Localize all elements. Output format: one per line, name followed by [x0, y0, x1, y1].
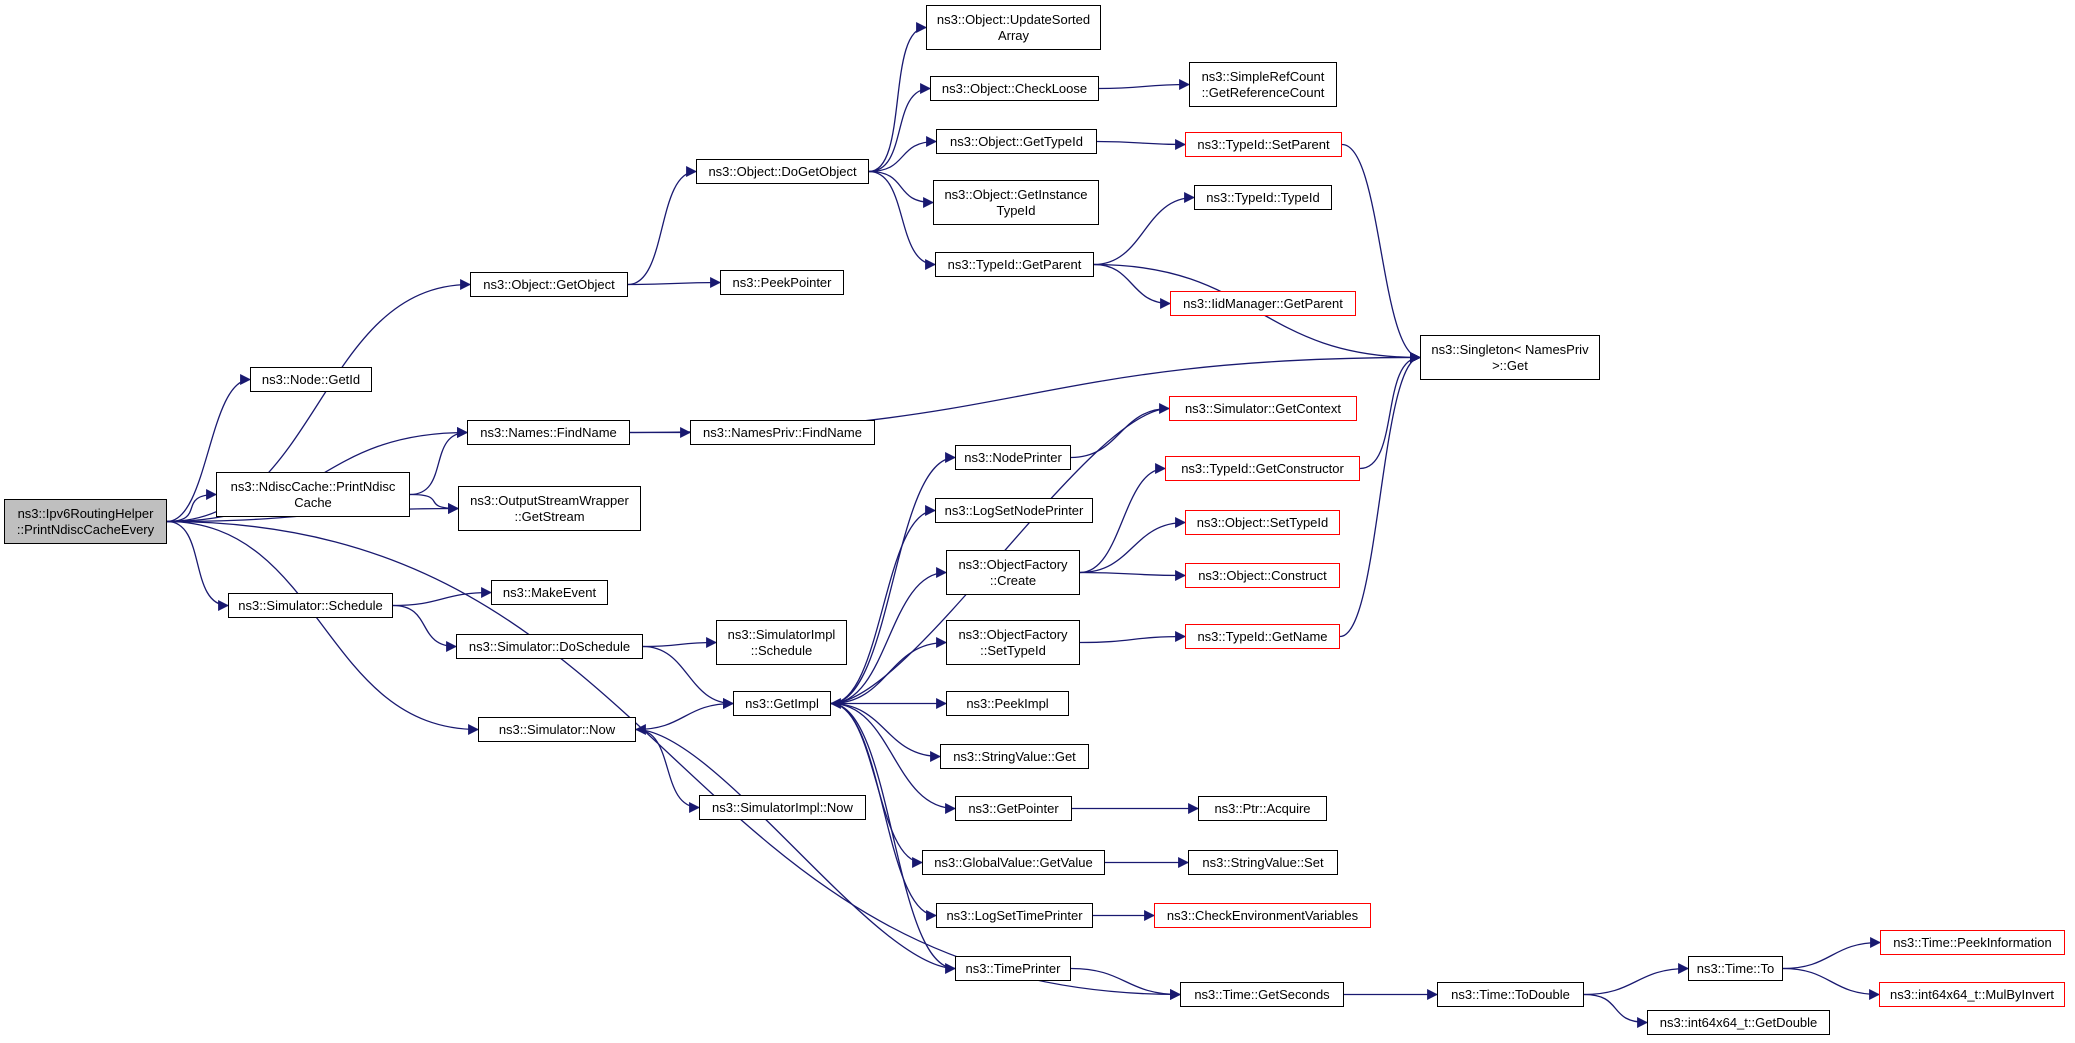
node-ns3-simulatorimpl-now[interactable]: ns3::SimulatorImpl::Now [699, 795, 866, 820]
node-ns3-globalvalue-getvalue[interactable]: ns3::GlobalValue::GetValue [922, 850, 1105, 875]
edge-doschedule-to-getimpl [642, 645, 735, 709]
node-ns3-typeid-typeid[interactable]: ns3::TypeId::TypeId [1194, 185, 1332, 210]
edge-simnow-to-simimplnow [635, 728, 701, 813]
node-ns3-typeid-getconstructor[interactable]: ns3::TypeId::GetConstructor [1165, 456, 1360, 481]
edge-checkloose-to-simplerefcount [1098, 79, 1191, 91]
edge-dogetobject-to-updatesorted [868, 22, 928, 173]
node-ns3-time-peekinformation[interactable]: ns3::Time::PeekInformation [1880, 930, 2065, 955]
edge-typeidgetparent-to-typeidtypeid [1093, 192, 1196, 266]
node-ns3-getpointer[interactable]: ns3::GetPointer [955, 796, 1072, 821]
edge-timeprinter-to-simnow [634, 724, 956, 970]
node-ns3-iidmanager-getparent[interactable]: ns3::IidManager::GetParent [1170, 291, 1356, 316]
edge-dogetobject-to-checkloose [868, 83, 932, 173]
edge-typeidsetparent-to-singleton [1341, 143, 1422, 363]
edge-simnow-to-getimpl [635, 698, 735, 731]
edge-ofsettypeid-to-typeidgetname [1079, 631, 1187, 644]
edge-ofcreate-to-getconstructor [1079, 463, 1167, 574]
node-ns3-time-getseconds[interactable]: ns3::Time::GetSeconds [1180, 982, 1344, 1007]
node-ns3-typeid-getname[interactable]: ns3::TypeId::GetName [1185, 624, 1340, 649]
node-ns3-object-checkloose[interactable]: ns3::Object::CheckLoose [930, 76, 1099, 101]
edge-ofcreate-to-objsettypeid [1079, 517, 1187, 574]
node-ns3-namespriv-findname[interactable]: ns3::NamesPriv::FindName [690, 420, 875, 445]
edge-root-to-schedule [166, 520, 230, 611]
node-ns3-ipv6routinghelper-printndisccacheevery: ns3::Ipv6RoutingHelper ::PrintNdiscCache… [4, 499, 167, 544]
node-ns3-int64x64-t-mulbyinvert[interactable]: ns3::int64x64_t::MulByInvert [1879, 982, 2065, 1007]
edge-root-to-ndisc [166, 489, 218, 523]
node-ns3-objectfactory-settypeid[interactable]: ns3::ObjectFactory ::SetTypeId [946, 620, 1080, 665]
edge-getimpl-to-timeprinter [830, 702, 957, 974]
node-ns3-stringvalue-set[interactable]: ns3::StringValue::Set [1188, 850, 1338, 875]
node-ns3-simulator-schedule[interactable]: ns3::Simulator::Schedule [228, 593, 393, 618]
node-ns3-outputstreamwrapper-getstream[interactable]: ns3::OutputStreamWrapper ::GetStream [458, 486, 641, 531]
node-ns3-object-gettypeid[interactable]: ns3::Object::GetTypeId [936, 129, 1097, 154]
edge-getconstructor-to-singleton [1359, 352, 1422, 470]
edge-getimpl-to-strvalget [830, 702, 942, 762]
node-ns3-simulator-doschedule[interactable]: ns3::Simulator::DoSchedule [456, 634, 643, 659]
node-ns3-node-getid[interactable]: ns3::Node::GetId [250, 367, 372, 392]
node-ns3-getimpl[interactable]: ns3::GetImpl [733, 691, 831, 716]
edge-getimpl-to-logsettime [830, 702, 938, 921]
node-ns3-objectfactory-create[interactable]: ns3::ObjectFactory ::Create [946, 550, 1080, 595]
node-ns3-timeprinter[interactable]: ns3::TimePrinter [955, 956, 1071, 981]
edge-typeidgetparent-to-iidgetparent [1093, 263, 1172, 309]
node-ns3-object-construct[interactable]: ns3::Object::Construct [1185, 563, 1340, 588]
node-ns3-object-settypeid[interactable]: ns3::Object::SetTypeId [1185, 510, 1340, 535]
edge-ofcreate-to-objconstruct [1079, 569, 1187, 581]
node-ns3-logsetnodeprinter[interactable]: ns3::LogSetNodePrinter [935, 498, 1093, 523]
edge-dogetobject-to-typeidgetparent [868, 170, 937, 270]
edge-schedule-to-makeevent [392, 587, 493, 607]
edge-nodeprinter-to-simgetcontext [1070, 403, 1171, 459]
node-ns3-simulator-now[interactable]: ns3::Simulator::Now [478, 717, 636, 742]
node-ns3-peekpointer[interactable]: ns3::PeekPointer [720, 270, 844, 295]
edge-getobject-to-peekpointer [627, 277, 722, 289]
node-ns3-singleton-namespriv-get[interactable]: ns3::Singleton< NamesPriv >::Get [1420, 335, 1600, 380]
node-ns3-typeid-getparent[interactable]: ns3::TypeId::GetParent [935, 252, 1094, 277]
edge-timeprinter-to-getseconds [1070, 967, 1182, 1000]
node-ns3-stringvalue-get[interactable]: ns3::StringValue::Get [940, 744, 1089, 769]
edge-doschedule-to-simimplsched [642, 637, 718, 649]
edge-root-to-simnow [166, 520, 480, 735]
edge-getimpl-to-ofcreate [830, 567, 948, 705]
edge-dogetobject-to-objgettypeid [868, 136, 938, 173]
edge-todouble-to-timeto [1583, 963, 1690, 996]
edge-ndisc-to-osw [409, 493, 460, 514]
edge-todouble-to-int64getdouble [1583, 993, 1649, 1028]
node-ns3-simulator-getcontext[interactable]: ns3::Simulator::GetContext [1169, 396, 1357, 421]
edge-getimpl-to-logsetnode [830, 505, 937, 705]
node-ns3-simulatorimpl-schedule[interactable]: ns3::SimulatorImpl ::Schedule [716, 620, 847, 665]
node-ns3-object-getinstance-typeid[interactable]: ns3::Object::GetInstance TypeId [933, 180, 1099, 225]
node-ns3-logsettimeprinter[interactable]: ns3::LogSetTimePrinter [936, 903, 1093, 928]
edge-timeto-to-mulbyinvert [1782, 967, 1881, 1000]
edge-getobject-to-dogetobject [627, 166, 698, 286]
edge-dogetobject-to-getinstance [868, 170, 935, 208]
edge-timeto-to-peekinfo [1782, 937, 1882, 970]
node-ns3-nodeprinter[interactable]: ns3::NodePrinter [955, 445, 1071, 470]
node-ns3-time-todouble[interactable]: ns3::Time::ToDouble [1437, 982, 1584, 1007]
edge-ndisc-to-namesfind [409, 427, 469, 496]
node-ns3-int64x64-t-getdouble[interactable]: ns3::int64x64_t::GetDouble [1647, 1010, 1830, 1035]
node-ns3-time-to[interactable]: ns3::Time::To [1688, 956, 1783, 981]
node-ns3-checkenvironmentvariables[interactable]: ns3::CheckEnvironmentVariables [1154, 903, 1371, 928]
node-ns3-names-findname[interactable]: ns3::Names::FindName [467, 420, 630, 445]
edge-getimpl-to-getpointer [830, 702, 957, 814]
edge-getimpl-to-nodeprinter [830, 452, 957, 705]
edge-objgettypeid-to-typeidsetparent [1096, 138, 1187, 150]
node-ns3-object-updatesorted-array[interactable]: ns3::Object::UpdateSorted Array [926, 5, 1101, 50]
node-ns3-object-dogetobject[interactable]: ns3::Object::DoGetObject [696, 159, 869, 184]
edge-schedule-to-doschedule [392, 604, 458, 652]
node-ns3-ptr-acquire[interactable]: ns3::Ptr::Acquire [1198, 796, 1327, 821]
node-ns3-simplerefcount-getreferencecount[interactable]: ns3::SimpleRefCount ::GetReferenceCount [1189, 62, 1337, 107]
edge-typeidgetname-to-singleton [1339, 352, 1422, 638]
node-ns3-object-getobject[interactable]: ns3::Object::GetObject [470, 272, 628, 297]
node-ns3-makeevent[interactable]: ns3::MakeEvent [491, 580, 608, 605]
edge-root-to-nodegetid [166, 374, 252, 523]
node-ns3-typeid-setparent[interactable]: ns3::TypeId::SetParent [1185, 132, 1342, 157]
node-ns3-ndisccache-printndisc-cache[interactable]: ns3::NdiscCache::PrintNdisc Cache [216, 472, 410, 517]
node-ns3-peekimpl[interactable]: ns3::PeekImpl [946, 691, 1069, 716]
edges [166, 22, 1882, 1028]
